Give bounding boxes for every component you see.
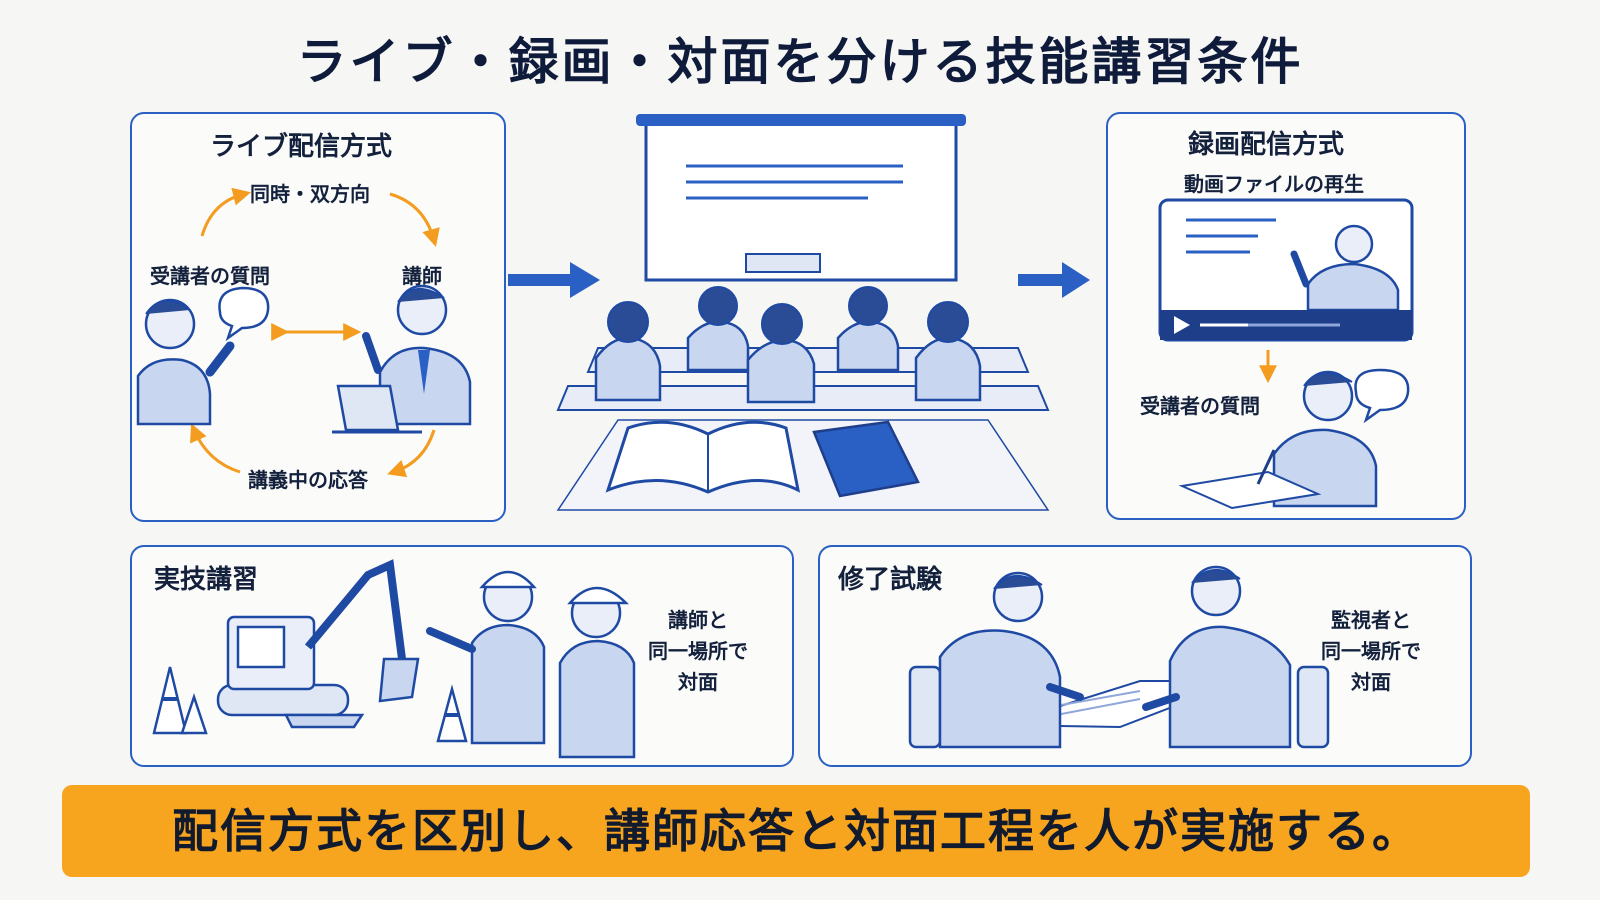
exam-note: 監視者と 同一場所で 対面 [1296,605,1446,698]
practical-note: 講師と 同一場所で 対面 [628,605,768,698]
live-top-label: 同時・双方向 [250,182,370,206]
summary-banner-text: 配信方式を区別し、講師応答と対面工程を人が実施する。 [172,804,1420,858]
summary-banner: 配信方式を区別し、講師応答と対面工程を人が実施する。 [62,785,1530,877]
classroom-illustration [556,114,1050,511]
recorded-illustration [1158,198,1414,510]
cycle-arrow-bottom-left [190,423,241,474]
practical-note-line1: 講師と [668,608,728,632]
exam-illustration [908,565,1330,749]
closed-book-icon [812,420,920,498]
exam-panel: 修了試験 監視者と 同一場所で 対面 [818,545,1472,767]
speech-bubble-icon [1354,368,1410,424]
recorded-subtitle: 動画ファイルの再生 [1184,172,1364,196]
live-illustration [136,187,472,478]
recorded-panel: 録画配信方式 動画ファイルの再生 受講者の質問 [1106,112,1466,520]
practical-panel: 実技講習 講師と 同一場所で 対面 [130,545,794,767]
cycle-arrow-bottom-right [387,429,436,478]
traffic-cone-icon [180,693,208,735]
live-panel: ライブ配信方式 同時・双方向 受講者の質問 講師 講義中の応答 [130,112,506,522]
practical-heading: 実技講習 [154,565,259,595]
live-right-label: 講師 [402,264,442,288]
laptop-icon [336,384,400,432]
live-bottom-label: 講義中の応答 [248,468,368,492]
pen-icon [1256,449,1276,485]
practical-note-line3: 対面 [678,670,718,694]
speech-bubble-icon [218,286,270,342]
recorded-question-label: 受講者の質問 [1140,394,1260,418]
exam-note-line3: 対面 [1351,670,1391,694]
practical-note-line2: 同一場所で [648,639,748,663]
page-title: ライブ・録画・対面を分ける技能講習条件 [296,33,1304,91]
recorded-heading: 録画配信方式 [1188,130,1345,160]
play-icon [1174,316,1190,334]
cycle-arrow-top-right [389,192,440,247]
exam-note-line2: 同一場所で [1321,639,1421,663]
exam-heading: 修了試験 [838,565,943,595]
live-left-label: 受講者の質問 [150,264,270,288]
open-book-icon [605,420,801,494]
cycle-arrow-top-left [200,187,251,237]
live-heading: ライブ配信方式 [210,132,393,162]
arrow-live-to-classroom [508,262,600,298]
exam-note-line1: 監視者と [1331,608,1411,632]
arrow-classroom-to-recorded [1018,262,1090,298]
excavator-icon [216,559,420,729]
practical-illustration [152,559,636,759]
